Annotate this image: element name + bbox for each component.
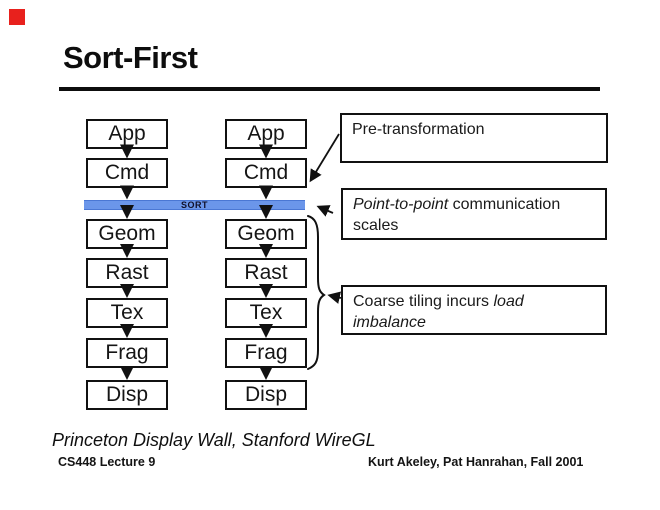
stage-label: Rast — [244, 261, 288, 284]
footer-credits: Kurt Akeley, Pat Hanrahan, Fall 2001 — [368, 455, 584, 469]
stage-box-geom-left: Geom — [86, 219, 168, 249]
footer-course-label: CS448 Lecture 9 — [58, 455, 156, 469]
stage-label: App — [247, 122, 285, 145]
stage-label: Geom — [237, 222, 295, 245]
coarse-tiling-brace — [307, 215, 326, 370]
stage-box-frag-left: Frag — [86, 338, 168, 368]
callout-text: Coarse tiling incurs — [353, 293, 494, 310]
stage-box-rast-left: Rast — [86, 258, 168, 288]
sort-bar: SORT — [84, 200, 305, 210]
callout-text-italic: load imbalance — [353, 293, 524, 331]
stage-box-disp-right: Disp — [225, 380, 307, 410]
callout-text-italic: Point-to-point — [353, 196, 449, 213]
stage-box-cmd-left: Cmd — [86, 158, 168, 188]
stage-box-disp-left: Disp — [86, 380, 168, 410]
stage-box-tex-right: Tex — [225, 298, 307, 328]
stage-box-app-left: App — [86, 119, 168, 149]
callout-pre-transformation: Pre-transformation — [340, 113, 608, 163]
title-underline — [59, 87, 600, 91]
coarse-tiling-arrow — [327, 291, 342, 304]
stage-box-cmd-right: Cmd — [225, 158, 307, 188]
stage-box-tex-left: Tex — [86, 298, 168, 328]
point-to-point-arrow — [316, 205, 334, 217]
callout-point-to-point: Point-to-point communication scales — [341, 188, 607, 240]
stage-label: Rast — [105, 261, 149, 284]
stage-box-rast-right: Rast — [225, 258, 307, 288]
stage-label: Disp — [105, 383, 148, 406]
slide-title: Sort-First — [63, 40, 198, 75]
stage-label: Tex — [249, 301, 283, 324]
stage-label: Frag — [244, 341, 288, 364]
callout-coarse-tiling: Coarse tiling incurs load imbalance — [341, 285, 607, 335]
red-corner-marker — [9, 9, 25, 25]
callout-text: communication scales — [353, 196, 561, 234]
stage-box-geom-right: Geom — [225, 219, 307, 249]
slide-caption: Princeton Display Wall, Stanford WireGL — [52, 430, 376, 450]
stage-label: App — [108, 122, 146, 145]
stage-label: Disp — [244, 383, 287, 406]
stage-label: Cmd — [104, 161, 150, 184]
stage-label: Cmd — [243, 161, 289, 184]
stage-label: Tex — [110, 301, 144, 324]
stage-label: Frag — [105, 341, 149, 364]
stage-box-app-right: App — [225, 119, 307, 149]
sort-bar-label: SORT — [180, 200, 208, 210]
stage-label: Geom — [98, 222, 156, 245]
callout-text: Pre-transformation — [352, 121, 485, 138]
pre-transformation-arrow — [309, 133, 340, 183]
stage-box-frag-right: Frag — [225, 338, 307, 368]
